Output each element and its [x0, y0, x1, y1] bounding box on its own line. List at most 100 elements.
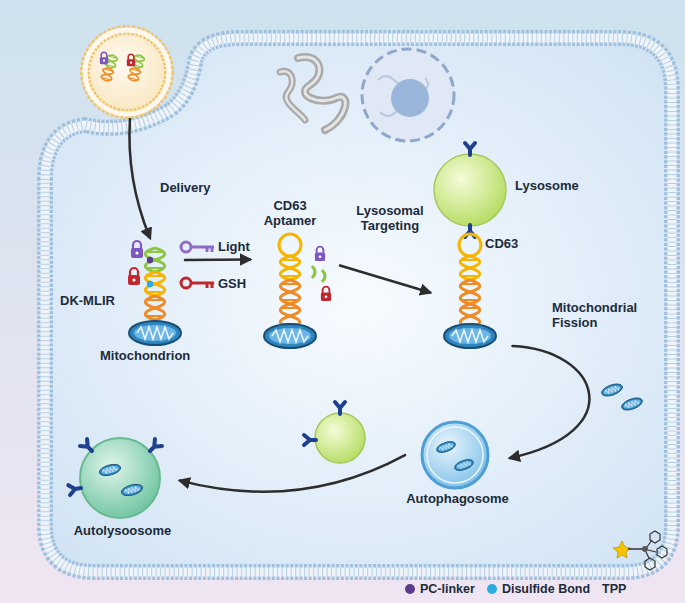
- lysosome-binding-part: [434, 154, 506, 226]
- flow-arrow: [340, 266, 430, 293]
- legend-item: Disulfide Bond: [487, 582, 590, 596]
- node-label: CD63: [485, 236, 530, 251]
- legend-swatch: [487, 584, 497, 594]
- autophagosome-part: [435, 439, 457, 454]
- free-lysosome-part: [335, 402, 345, 414]
- autolysosome: [68, 438, 162, 518]
- tpp-structure-part: [645, 558, 655, 570]
- liposome-part: [100, 52, 108, 64]
- cell-membrane-part: [45, 38, 672, 572]
- dk-mlir-construct-part: [145, 248, 165, 272]
- nucleus-part: [362, 49, 454, 141]
- autolysosome-part: [146, 439, 162, 455]
- structure-node: Autolysoosome: [65, 435, 180, 555]
- liposome: [85, 30, 169, 114]
- tpp-structure: [613, 531, 667, 570]
- dk-mlir-construct-part: [147, 281, 153, 287]
- autolysosome-part: [98, 462, 122, 477]
- nucleus: [362, 49, 454, 141]
- liposome-part: [85, 30, 169, 114]
- stimulus-keys-part: [181, 242, 214, 252]
- autolysosome-part: [120, 482, 144, 497]
- lysosome-binding-part: [444, 324, 496, 348]
- lysosome-binding-part: [460, 280, 480, 304]
- lysosome-binding-part: [460, 256, 480, 280]
- nucleus-part: [391, 79, 429, 117]
- tpp-structure-part: [648, 550, 656, 552]
- dk-mlir-construct-part: [131, 241, 143, 258]
- aptamer-construct: [264, 234, 331, 348]
- aptamer-construct-part: [312, 266, 325, 282]
- fission-mitochondria: [600, 382, 644, 413]
- cell-membrane: [45, 38, 672, 572]
- annotation-label: Delivery: [160, 180, 230, 195]
- legend-text: Disulfide Bond: [502, 582, 590, 596]
- cell-membrane-part: [45, 38, 672, 572]
- aptamer-construct-part: [264, 324, 316, 348]
- aptamer-construct-part: [280, 280, 300, 304]
- liposome-part: [85, 30, 169, 114]
- liposome-part: [127, 54, 135, 66]
- delivery-arrow: [129, 118, 150, 238]
- free-lysosome-part: [315, 413, 365, 463]
- edge-label: Mitochondrial Fission: [552, 300, 652, 330]
- legend-text: PC-linker: [420, 582, 475, 596]
- structure-node: CD63 Aptamer: [250, 198, 340, 348]
- dk-mlir-construct: [128, 241, 181, 345]
- node-label: Lysosome: [515, 178, 585, 193]
- free-lysosome: [304, 402, 365, 463]
- node-label: Autophagosome: [400, 491, 515, 506]
- liposome-part: [127, 67, 141, 83]
- dk-mlir-construct-part: [145, 296, 165, 320]
- fission-mitochondria-part: [600, 382, 624, 399]
- dk-mlir-construct-part: [147, 257, 153, 263]
- flow-arrow: [180, 455, 405, 492]
- structure-node: DK-MLIRMitochondrion: [55, 235, 185, 367]
- flow-arrow: [185, 258, 250, 261]
- cell-membrane-part: [45, 38, 672, 572]
- stimulus-keys-part: [181, 278, 214, 288]
- free-lysosome-part: [304, 435, 316, 445]
- node-label: DK-MLIR: [60, 293, 140, 308]
- aptamer-construct-part: [280, 256, 300, 280]
- legend-item: TPP: [602, 582, 626, 596]
- legend-swatch: [405, 584, 415, 594]
- flow-arrow: [510, 346, 589, 458]
- node-label: CD63 Aptamer: [260, 198, 320, 228]
- dk-mlir-construct-part: [145, 272, 165, 296]
- tpp-structure-part: [646, 552, 649, 558]
- annotation-label: GSH: [218, 276, 263, 291]
- tpp-structure-part: [657, 546, 667, 558]
- nucleus-part: [378, 76, 428, 116]
- aptamer-construct-part: [315, 247, 325, 261]
- dk-mlir-construct-part: [128, 268, 140, 285]
- legend: PC-linker Disulfide Bond TPP: [405, 582, 638, 596]
- endoplasmic-reticulum-part: [280, 71, 305, 120]
- node-label: Autolysoosome: [65, 523, 180, 538]
- node-label: Mitochondrion: [100, 348, 200, 363]
- aptamer-construct-part: [321, 287, 331, 301]
- cell-membrane-part: [45, 38, 672, 572]
- endoplasmic-reticulum-part: [280, 71, 305, 120]
- legend-item: PC-linker: [405, 582, 475, 596]
- fission-mitochondria-part: [620, 396, 644, 413]
- legend-text: TPP: [602, 582, 626, 596]
- autophagosome: [422, 422, 488, 488]
- endoplasmic-reticulum: [280, 57, 345, 130]
- annotation-label: Light: [218, 239, 263, 254]
- lysosome-binding-part: [459, 234, 481, 256]
- dk-mlir-construct-part: [129, 321, 181, 345]
- edge-label: Lysosomal Targeting: [345, 203, 435, 233]
- autophagosome-part: [427, 427, 483, 483]
- lysosome-binding-part: [465, 143, 475, 155]
- liposome-part: [100, 67, 114, 83]
- autophagosome-part: [422, 422, 488, 488]
- aptamer-construct-part: [279, 234, 301, 256]
- autolysosome-part: [68, 483, 82, 495]
- stimulus-keys: [181, 242, 214, 288]
- liposome-part: [85, 30, 169, 114]
